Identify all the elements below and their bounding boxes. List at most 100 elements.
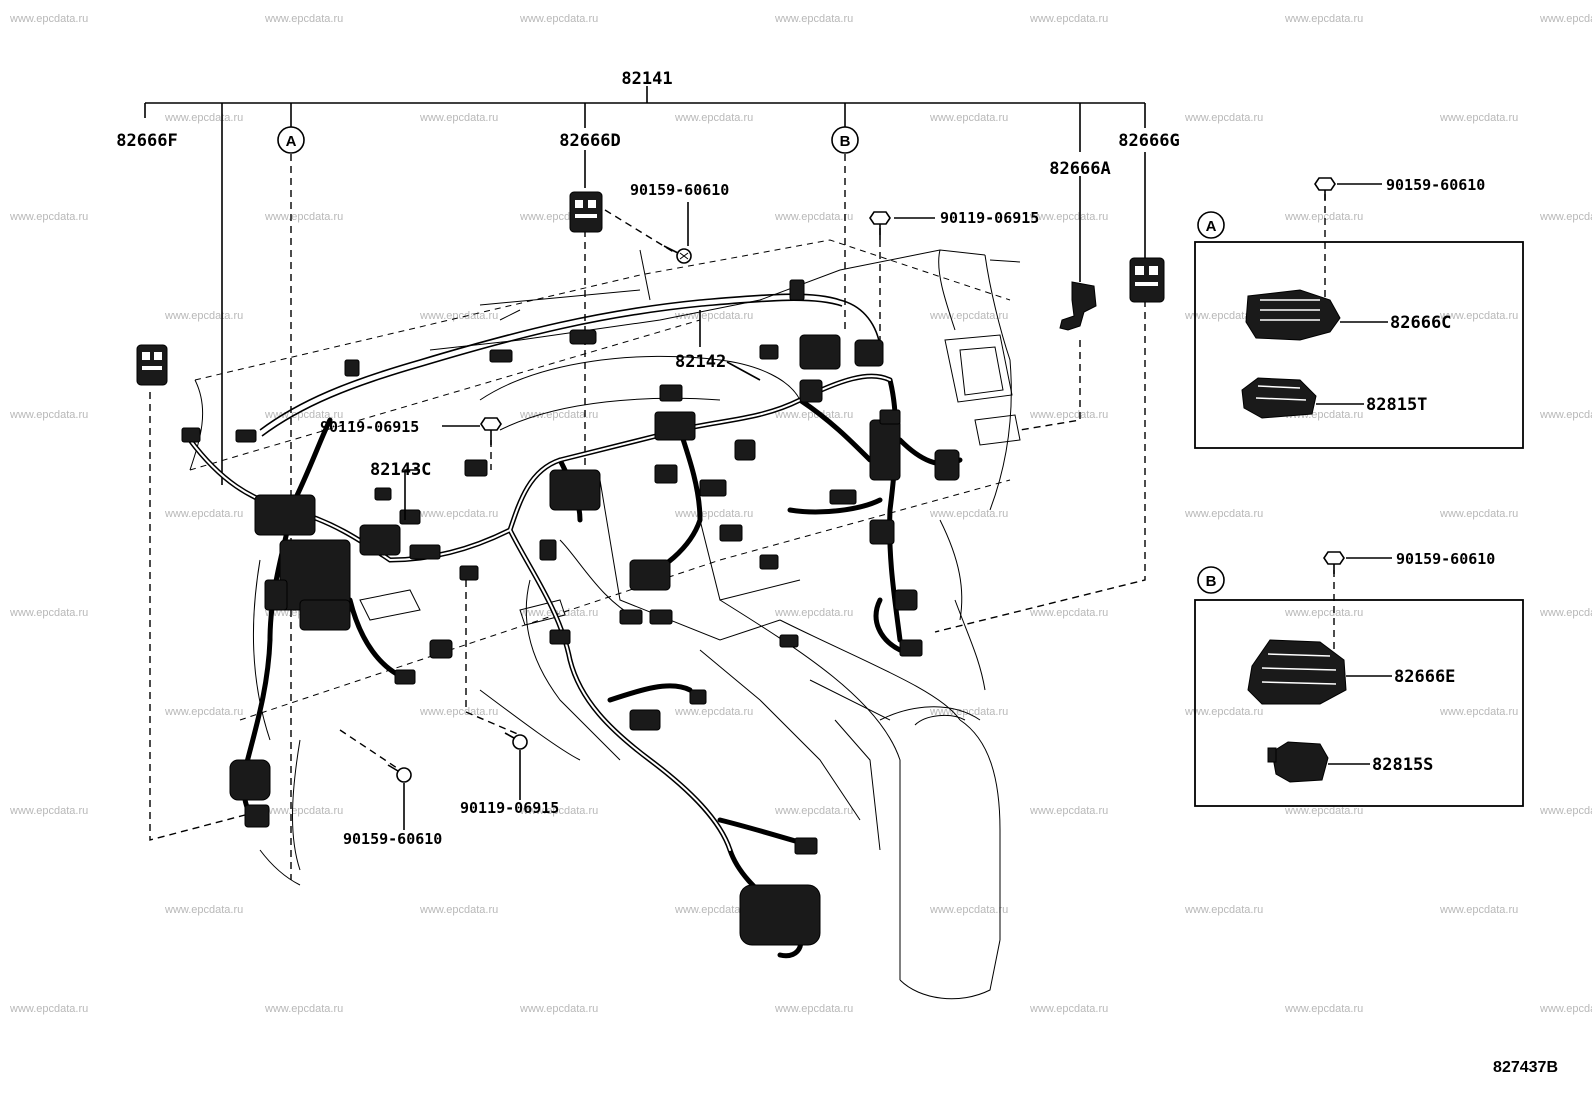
label-82666f: 82666F xyxy=(116,131,177,151)
watermark-text: www.epcdata.ru xyxy=(9,211,88,223)
watermark-text: www.epcdata.ru xyxy=(419,904,498,916)
connector-82666g xyxy=(1129,257,1165,303)
label-82143c: 82143C xyxy=(370,460,431,480)
watermark-text: www.epcdata.ru xyxy=(774,1003,853,1015)
watermark-text: www.epcdata.ru xyxy=(264,1003,343,1015)
detail-b: B 90159-60610 82666E 82815S xyxy=(1194,550,1524,807)
watermark-text: www.epcdata.ru xyxy=(1029,211,1108,223)
watermark-text: www.epcdata.ru xyxy=(1539,13,1592,25)
watermark-text: www.epcdata.ru xyxy=(1539,1003,1592,1015)
watermark-text: www.epcdata.ru xyxy=(1184,112,1263,124)
watermark-text: www.epcdata.ru xyxy=(264,805,343,817)
watermark-text: www.epcdata.ru xyxy=(1439,706,1518,718)
watermark-text: www.epcdata.ru xyxy=(929,112,1008,124)
svg-text:A: A xyxy=(286,133,297,150)
watermark-text: www.epcdata.ru xyxy=(674,310,753,322)
watermark-text: www.epcdata.ru xyxy=(674,508,753,520)
main-bracket xyxy=(144,86,1146,485)
label-82666d: 82666D xyxy=(559,131,620,151)
label-bolt-90119-06915-bottom: 90119-06915 xyxy=(460,799,559,817)
watermark-text: www.epcdata.ru xyxy=(1029,607,1108,619)
watermark-text: www.epcdata.ru xyxy=(519,607,598,619)
watermark-text: www.epcdata.ru xyxy=(774,805,853,817)
wire-harness-82141 xyxy=(181,279,963,959)
watermark-text: www.epcdata.ru xyxy=(264,13,343,25)
label-82141: 82141 xyxy=(621,69,672,89)
connector-82666a xyxy=(1059,281,1097,331)
watermark-text: www.epcdata.ru xyxy=(1284,211,1363,223)
connector-82666d xyxy=(569,191,603,233)
watermark-text: www.epcdata.ru xyxy=(9,805,88,817)
ref-circle-b: B xyxy=(831,126,859,154)
bolt-icon xyxy=(504,732,528,750)
watermark-text: www.epcdata.ru xyxy=(164,310,243,322)
watermark-text: www.epcdata.ru xyxy=(774,211,853,223)
watermark-text: www.epcdata.ru xyxy=(1184,508,1263,520)
watermark-text: www.epcdata.ru xyxy=(1539,211,1592,223)
watermark-text: www.epcdata.ru xyxy=(1029,13,1108,25)
watermark-text: www.epcdata.ru xyxy=(929,706,1008,718)
watermark-text: www.epcdata.ru xyxy=(1439,904,1518,916)
watermark-text: www.epcdata.ru xyxy=(1439,112,1518,124)
watermark-text: www.epcdata.ru xyxy=(1284,805,1363,817)
label-82142: 82142 xyxy=(675,352,726,372)
watermark-text: www.epcdata.ru xyxy=(519,1003,598,1015)
bolt-icon xyxy=(663,245,692,264)
watermark-text: www.epcdata.ru xyxy=(929,310,1008,322)
watermark-text: www.epcdata.ru xyxy=(774,409,853,421)
svg-text:B: B xyxy=(840,133,851,150)
watermark-text: www.epcdata.ru xyxy=(419,508,498,520)
watermark-text: www.epcdata.ru xyxy=(929,508,1008,520)
label-leaders xyxy=(403,202,935,830)
watermark-text: www.epcdata.ru xyxy=(419,112,498,124)
label-82666a: 82666A xyxy=(1049,159,1110,179)
label-bolt-90159-60610: 90159-60610 xyxy=(630,181,729,199)
watermark-text: www.epcdata.ru xyxy=(164,904,243,916)
watermark-text: www.epcdata.ru xyxy=(164,508,243,520)
watermark-text: www.epcdata.ru xyxy=(674,706,753,718)
watermark-text: www.epcdata.ru xyxy=(1184,706,1263,718)
detail-a-bolt-label: 90159-60610 xyxy=(1386,176,1485,194)
label-bolt-90119-06915: 90119-06915 xyxy=(940,209,1039,227)
watermark-text: www.epcdata.ru xyxy=(1029,805,1108,817)
watermark-text: www.epcdata.ru xyxy=(1284,607,1363,619)
detail-b-part2-label: 82815S xyxy=(1372,755,1433,775)
watermark-text: www.epcdata.ru xyxy=(519,805,598,817)
bolt-icon xyxy=(869,211,891,240)
detail-a-part1-label: 82666C xyxy=(1390,313,1451,333)
watermark-text: www.epcdata.ru xyxy=(164,706,243,718)
watermark-text: www.epcdata.ru xyxy=(164,112,243,124)
watermark-text: www.epcdata.ru xyxy=(9,409,88,421)
label-bolt-90159-60610-bottom: 90159-60610 xyxy=(343,830,442,848)
watermark-text: www.epcdata.ru xyxy=(519,13,598,25)
watermark-text: www.epcdata.ru xyxy=(1029,409,1108,421)
watermark-text: www.epcdata.ru xyxy=(1539,409,1592,421)
watermark-text: www.epcdata.ru xyxy=(674,904,753,916)
detail-a-part2-label: 82815T xyxy=(1366,395,1427,415)
watermark-text: www.epcdata.ru xyxy=(1539,805,1592,817)
connector-82666f xyxy=(136,344,168,386)
ref-circle-a: A xyxy=(277,126,305,154)
figure-code: 827437B xyxy=(1493,1059,1558,1076)
svg-text:B: B xyxy=(1206,573,1217,590)
bolt-icon xyxy=(480,417,502,445)
bolt-icon xyxy=(387,764,412,783)
detail-a: A 90159-60610 82666C 82815T xyxy=(1194,176,1524,449)
watermark-text: www.epcdata.ru xyxy=(774,607,853,619)
watermark-text: www.epcdata.ru xyxy=(774,13,853,25)
label-bolt-90119-06915-left: 90119-06915 xyxy=(320,418,419,436)
watermark-text: www.epcdata.ru xyxy=(264,211,343,223)
watermark-text: www.epcdata.ru xyxy=(1029,1003,1108,1015)
watermark-text: www.epcdata.ru xyxy=(264,409,343,421)
detail-b-bolt-label: 90159-60610 xyxy=(1396,550,1495,568)
watermark-text: www.epcdata.ru xyxy=(1184,904,1263,916)
watermark-layer: www.epcdata.ru www.epcdata.ru www.epcdata.… xyxy=(9,13,1592,1015)
watermark-text: www.epcdata.ru xyxy=(519,409,598,421)
watermark-text: www.epcdata.ru xyxy=(1539,607,1592,619)
watermark-text: www.epcdata.ru xyxy=(674,112,753,124)
label-82666g: 82666G xyxy=(1118,131,1179,151)
watermark-text: www.epcdata.ru xyxy=(9,607,88,619)
watermark-text: www.epcdata.ru xyxy=(929,904,1008,916)
